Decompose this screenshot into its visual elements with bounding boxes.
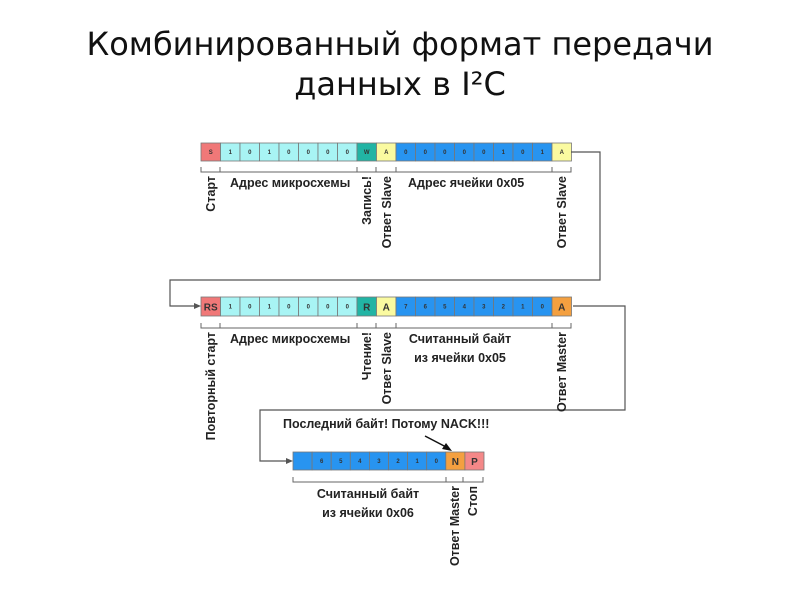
bit-cell-text: 0 [346,305,350,311]
bit-cell-text: W [364,150,370,156]
label-read-byte: Считанный байт [409,332,511,346]
bit-cell-text: 4 [463,305,467,311]
bit-cell-text: 1 [502,150,506,156]
bit-cell-text: 5 [339,459,343,465]
bit-cell-text: A [384,150,389,156]
title-line-2: данных в I²C [294,65,506,103]
bit-cell-ack_master [551,296,572,317]
label-slave-ack: Ответ Slave [380,332,394,404]
label-repeated-start: Повторный старт [204,332,218,440]
label-read-byte-cell: из ячейки 0x06 [322,506,414,520]
bit-cell-text: 1 [521,305,525,311]
bit-cell-text: 3 [482,305,486,311]
bit-cell-text: A [558,303,565,314]
connector-1 [169,151,601,307]
bit-cell-text: 2 [502,305,506,311]
label-nack-note: Последний байт! Потому NACK!!! [283,417,489,431]
bit-cell-text: 0 [424,150,428,156]
bit-cell-stop [464,451,485,471]
bit-cell-text: 3 [377,459,381,465]
frame-row-read: RS 1 0 1 0 0 0 0 R A 7 6 5 4 3 2 1 0 A [200,296,572,317]
bit-cell-text: 1 [415,459,419,465]
bit-cell-text: 0 [521,150,525,156]
label-cell-address: Адрес ячейки 0x05 [408,176,524,190]
label-read: Чтение! [360,332,374,380]
label-master-ack: Ответ Master [555,332,569,412]
bit-cell-text: 0 [541,305,545,311]
bit-cell-text: 1 [229,150,233,156]
bit-cell-text: 0 [307,305,311,311]
bit-cell-text: 0 [248,305,252,311]
bit-cell-text: 0 [404,150,408,156]
bit-cell-text: 1 [268,150,272,156]
bit-cell-text: R [363,303,371,314]
connector-2 [259,305,626,462]
bit-cell-text: 0 [346,150,350,156]
bit-cell-text: 5 [443,305,447,311]
bit-cell-text: P [471,457,478,468]
bit-cell-text: 0 [435,459,439,465]
bit-cell-text: S [209,150,213,156]
slide-title: Комбинированный формат передачи данных в… [0,24,800,104]
frame-row-write: S 1 0 1 0 0 0 0 W A 0 0 0 0 0 1 0 1 A [200,142,572,162]
bit-cell-text: 1 [268,305,272,311]
label-slave-ack-2: Ответ Slave [555,176,569,248]
bit-cell-data [292,451,313,471]
bit-cell-text: 1 [541,150,545,156]
bit-cell-text: 0 [326,305,330,311]
label-read-byte-cell: из ячейки 0x05 [414,351,506,365]
bit-cell-text: 0 [463,150,467,156]
bit-cell-text: 0 [326,150,330,156]
arrowhead-2 [286,458,293,464]
title-line-1: Комбинированный формат передачи [86,25,714,63]
label-master-nack: Ответ Master [448,486,462,566]
arrowhead-1 [194,303,201,309]
label-start: Старт [204,176,218,212]
label-write: Запись! [360,176,374,225]
bit-cell-text: 6 [320,459,324,465]
bit-cell-text: 0 [443,150,447,156]
label-chip-address: Адрес микросхемы [230,332,350,346]
bit-cell-text: 7 [404,305,408,311]
nack-arrowhead [442,443,452,451]
bit-cell-text: 0 [287,305,291,311]
bit-cell-text: N [452,457,459,468]
label-read-byte: Считанный байт [317,487,419,501]
bit-cell-text: 4 [358,459,362,465]
bit-cell-text: 1 [229,305,233,311]
bit-cell-text: 0 [248,150,252,156]
frame-row-last: 6 5 4 3 2 1 0 N P [292,451,485,471]
label-chip-address: Адрес микросхемы [230,176,350,190]
bit-cell-text: A [383,303,390,314]
bit-cell-text: 0 [287,150,291,156]
bit-cell-text: 6 [424,305,428,311]
label-slave-ack: Ответ Slave [380,176,394,248]
bit-cell-text: A [560,150,565,156]
bit-cell-text: 0 [307,150,311,156]
label-stop: Стоп [466,486,480,516]
brackets [200,167,572,483]
bit-cell-text: RS [204,303,218,314]
bit-cell-text: 0 [482,150,486,156]
bit-cell-text: 2 [396,459,400,465]
